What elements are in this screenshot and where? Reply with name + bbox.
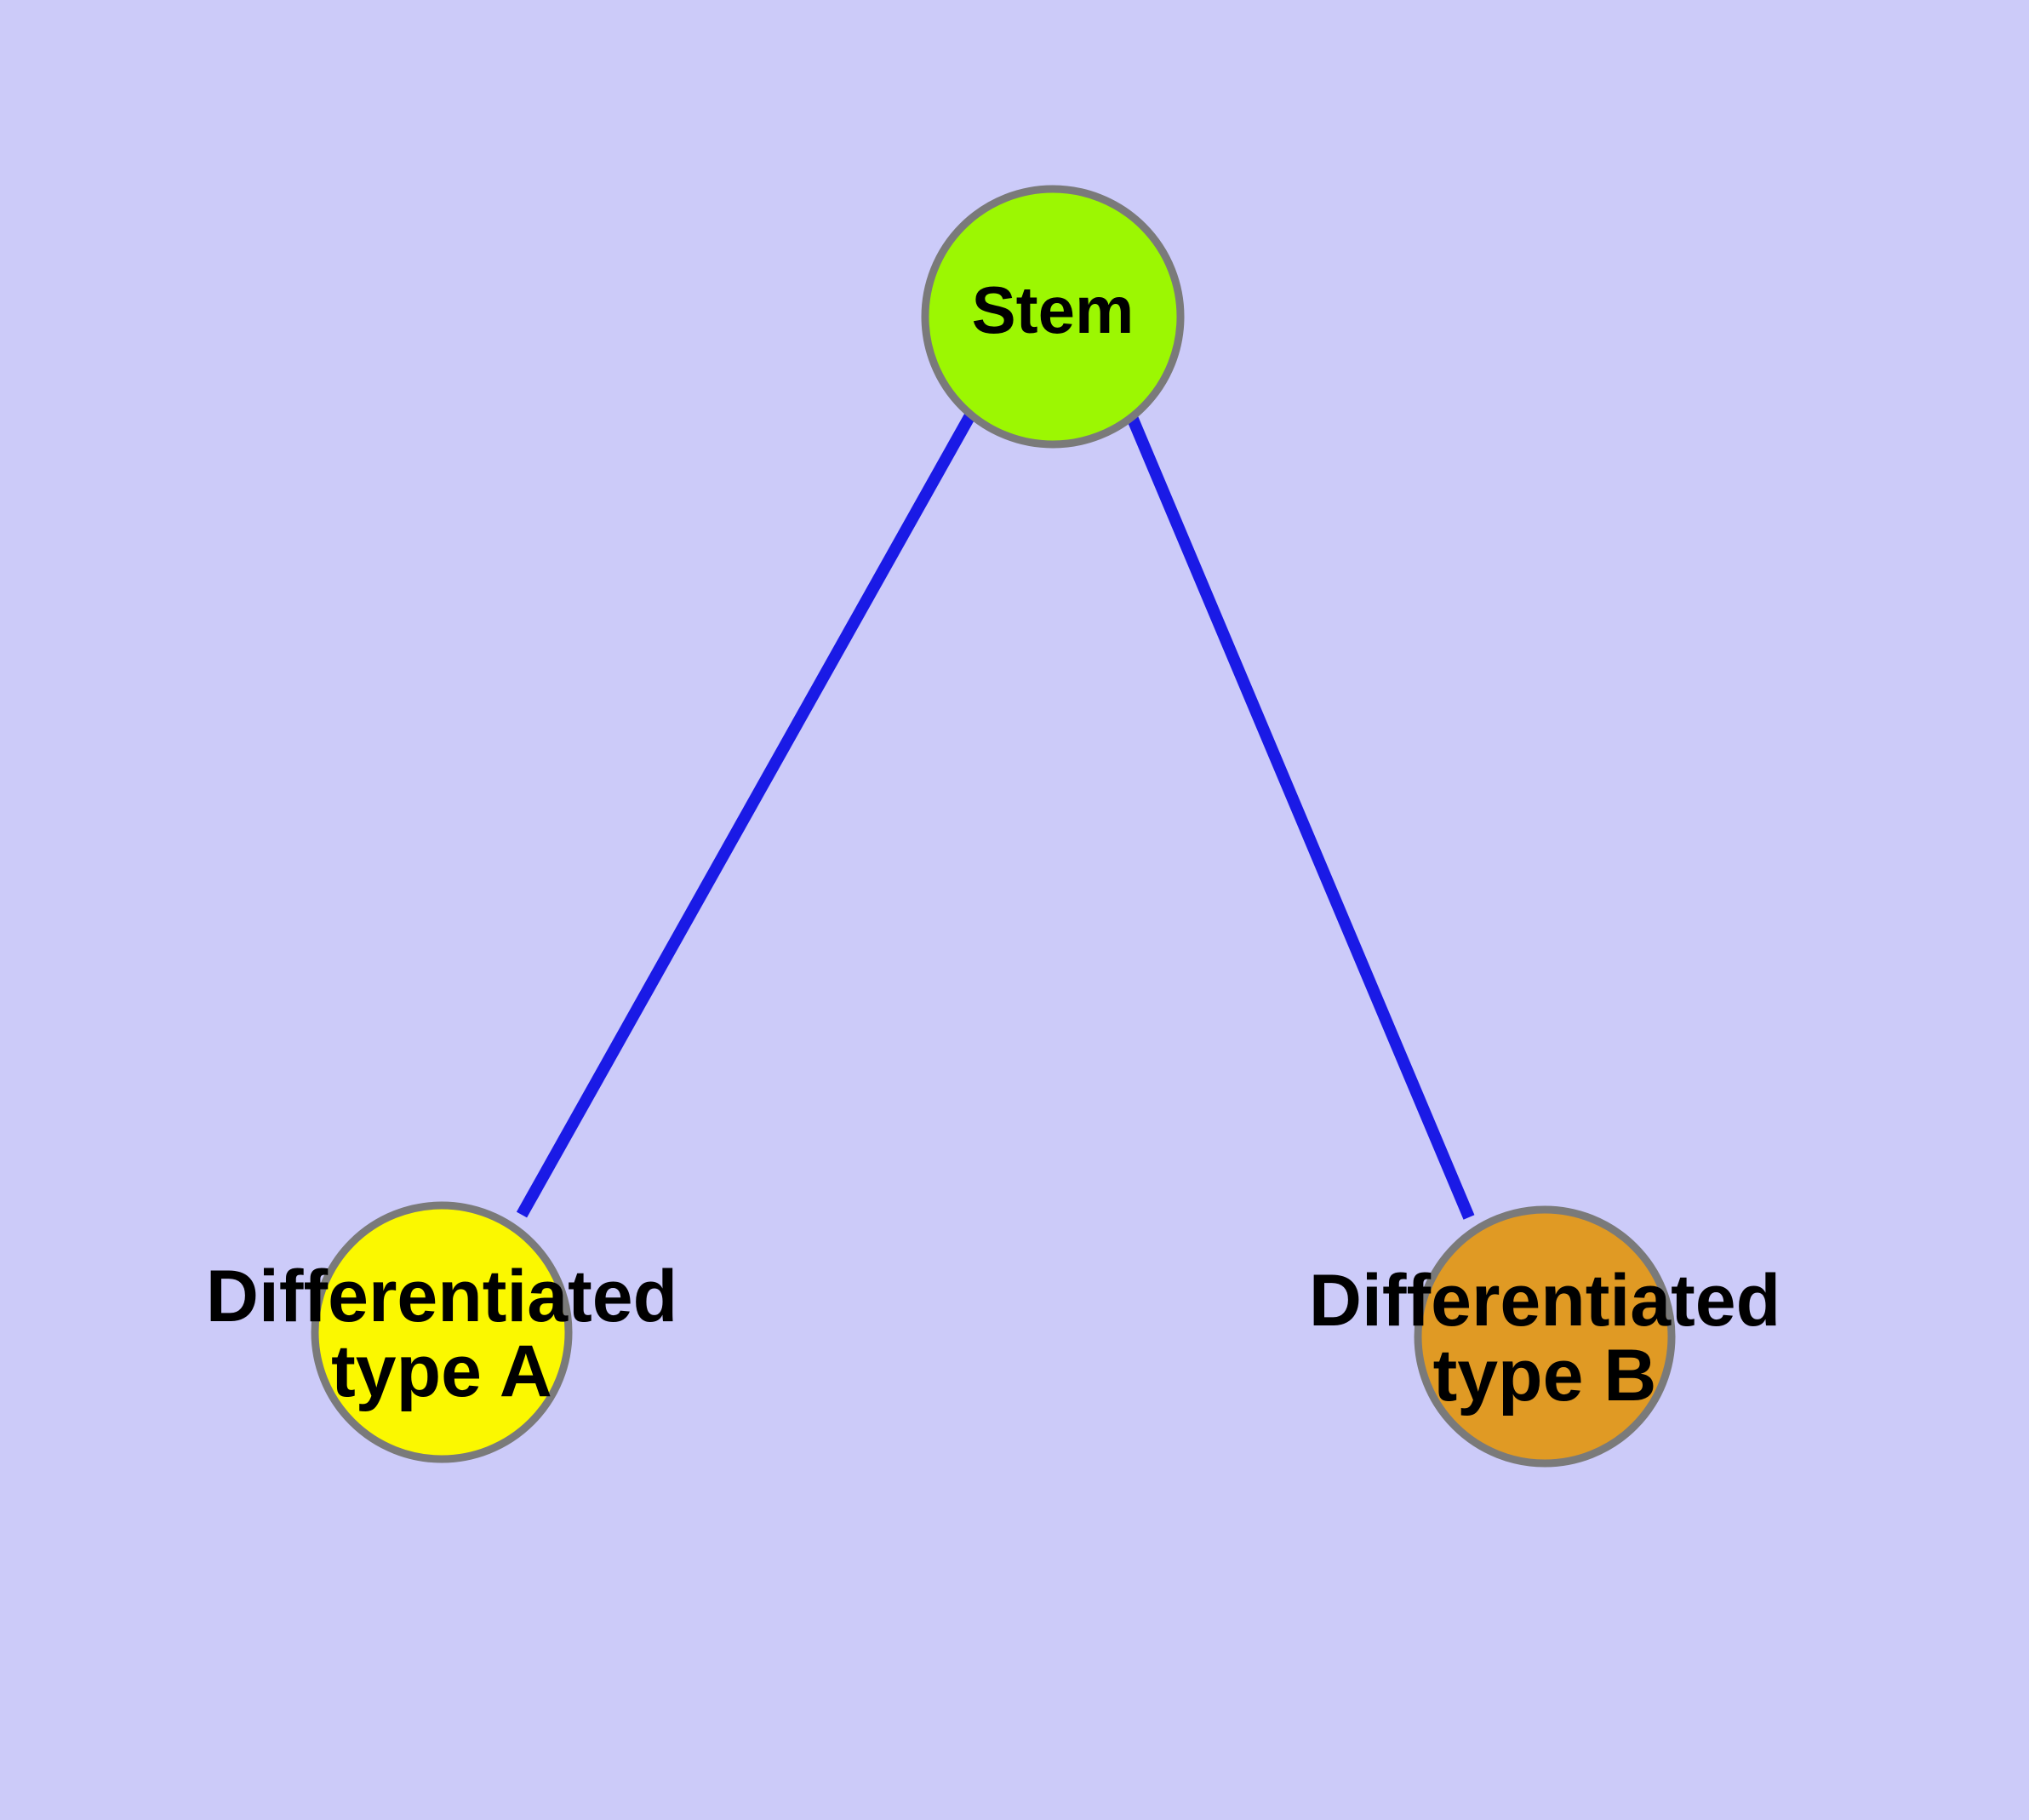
node-diff-b[interactable]	[1414, 1205, 1676, 1468]
node-diff-a[interactable]	[311, 1201, 573, 1463]
nodes-layer	[311, 185, 1676, 1468]
edge-stem-to-diff-a[interactable]	[516, 412, 976, 1218]
edges-layer	[516, 412, 1475, 1220]
edge-stem-to-diff-b[interactable]	[1126, 415, 1475, 1220]
node-stem[interactable]	[921, 185, 1185, 449]
